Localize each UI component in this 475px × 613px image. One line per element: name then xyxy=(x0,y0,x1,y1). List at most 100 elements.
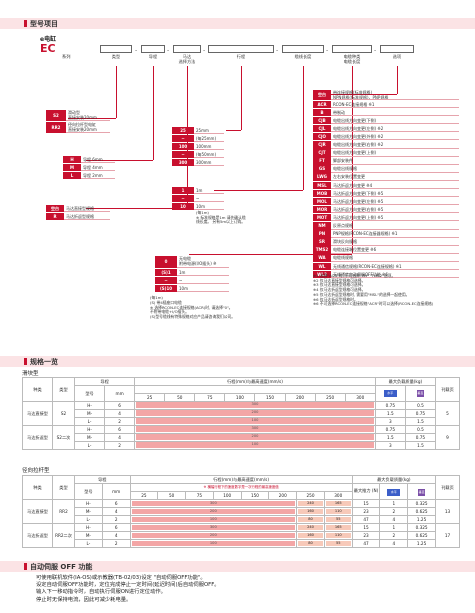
speed-bar: 165 xyxy=(325,524,351,531)
header-kind: 种类 xyxy=(22,475,53,500)
stroke-col: 250 xyxy=(314,392,346,402)
speed-bar: 300 xyxy=(131,524,296,531)
servo-line: 可使用联机软件(IA-OS)或示教器(TB-02/03)设定 "自动伺服OFF功… xyxy=(36,575,206,581)
option-desc: 电缆出线方向变更(上侧) xyxy=(331,149,459,157)
slider-subtitle: 滑块型 xyxy=(22,371,39,377)
speed-bar: 160 xyxy=(298,532,323,539)
row-type: S2二次 xyxy=(52,424,75,450)
option-code: MOR xyxy=(313,205,331,214)
stroke-col: 50 xyxy=(157,491,187,500)
option-code: NM xyxy=(313,222,331,230)
stroke-code: ~ xyxy=(172,151,194,158)
series-title: e电缸 xyxy=(40,36,57,43)
option-code: MOT xyxy=(313,213,331,222)
type-code: S2 xyxy=(46,110,66,121)
option-desc: 电缆出线方向变更(右侧) ※2 xyxy=(331,141,459,149)
speed-bar: 160 xyxy=(298,508,323,515)
option-desc: 电缆出线方向变更(外侧) ※2 xyxy=(331,133,459,141)
dash: - xyxy=(167,47,170,54)
type-desc: 滑动型 直接安装20mm xyxy=(66,110,110,121)
load-horizontal: 4 xyxy=(379,539,409,548)
motor-desc: 马达直接型规格 xyxy=(64,205,110,212)
label-motor: 马达 选择方法 xyxy=(178,54,196,64)
option-code: MSL xyxy=(313,181,331,190)
lead-desc: 导程 6mm xyxy=(81,156,115,163)
speed-bar: 165 xyxy=(325,500,351,507)
cable-row: ~~ xyxy=(172,195,224,202)
speed-bar: 100 xyxy=(136,418,374,424)
dash: - xyxy=(374,47,377,54)
stroke-code: 100 xyxy=(172,143,194,150)
cable-desc: 10m xyxy=(194,203,224,210)
option-code: CJT xyxy=(313,149,331,157)
row-group: 马达直接型 xyxy=(22,499,53,524)
header-type: 类型 xyxy=(52,377,75,402)
row-lead: 4 xyxy=(104,432,136,442)
speed-bar: 100 xyxy=(131,540,296,547)
servo-line: 输入下一移动指令时，自动执行伺服ON进行定位动作。 xyxy=(36,589,166,596)
header-vertical: 垂直 xyxy=(407,483,436,500)
speed-cell: 100 xyxy=(134,416,376,426)
thrust-cell: 15 xyxy=(351,499,381,508)
stroke-col: 100 xyxy=(224,392,256,402)
load-vertical: 0.625 xyxy=(407,507,436,516)
cable2-desc: 1m xyxy=(177,269,229,276)
row-type: RR2二次 xyxy=(52,523,75,548)
option-desc: 电缆出线规格 xyxy=(331,165,459,173)
load-vertical: 0.75 xyxy=(404,432,437,442)
stroke-desc: (每50mm) xyxy=(194,151,224,158)
row-model: M- xyxy=(74,531,103,540)
option-code: LWG xyxy=(313,173,331,181)
label-type: 类型 xyxy=(111,54,121,59)
option-code: FT xyxy=(313,157,331,165)
dash: - xyxy=(135,47,138,54)
option-desc: 电缆出线方向变更(左侧) ※2 xyxy=(331,125,459,133)
motor-row: 空白马达直接型规格 xyxy=(46,205,110,212)
code-box-option xyxy=(380,45,414,53)
stroke-desc: 25mm xyxy=(194,127,224,134)
option-notes: ※1 选择"ACR"时, 不可选择"PN" "TMS2"选项。 ※2 仅马达直接… xyxy=(313,273,434,307)
speed-bar: 110 xyxy=(325,532,351,539)
header-lead: 导程 xyxy=(73,377,136,386)
page-cell: 13 xyxy=(435,499,460,524)
load-horizontal: 1.5 xyxy=(374,432,406,442)
type-row-rr2: RR2 径向拉杆型电缸 直接安装20mm xyxy=(46,122,110,133)
speed-bar: 55 xyxy=(325,516,351,523)
load-vertical: 0.325 xyxy=(407,499,436,508)
type-desc: 径向拉杆型电缸 直接安装20mm xyxy=(66,122,110,133)
type-code: RR2 xyxy=(46,122,66,133)
stroke-note: ※ 横幅行程下的速度数字是一次行程的最高速度值 xyxy=(129,483,353,492)
load-horizontal: 1.5 xyxy=(374,408,406,418)
option-code: CJO xyxy=(313,132,331,141)
row-group: 马达折返型 xyxy=(22,523,53,548)
row-model: L- xyxy=(73,416,106,426)
speed-cell: 300 xyxy=(134,424,376,434)
connector-line xyxy=(241,66,242,130)
section-accent-bar xyxy=(24,358,27,365)
option-desc: 马达折返方向变更(下侧) ※5 xyxy=(331,190,459,198)
row-lead: 2 xyxy=(104,416,136,426)
header-row: 种类类型导程行程(mm)与最高速度(mm/s)最大负载质量(kg)刊载页 xyxy=(22,377,460,402)
row-model: L- xyxy=(73,440,106,450)
dash: - xyxy=(276,47,279,54)
row-model: M- xyxy=(73,408,106,418)
option-desc: 电缆连接端位置变更 ※6 xyxy=(331,246,459,254)
connector-line xyxy=(116,66,117,118)
option-desc: 滑块反向规格 xyxy=(331,238,459,246)
row-lead: 6 xyxy=(104,400,136,410)
speed-bar: 200 xyxy=(136,434,374,440)
speed-cell: 240 xyxy=(296,523,325,532)
speed-cell: 110 xyxy=(323,531,353,540)
speed-bar: 100 xyxy=(131,516,296,523)
load-horizontal: 2 xyxy=(379,531,409,540)
